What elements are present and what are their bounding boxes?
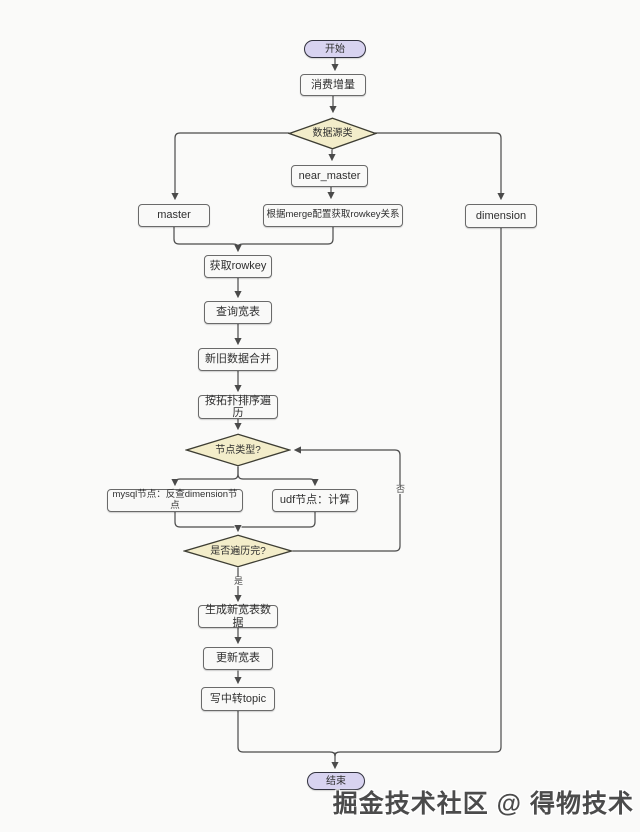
node-decision-traverse-done: 是否遍历完? (183, 534, 293, 568)
node-merge-config-rowkey-label: 根据merge配置获取rowkey关系 (266, 209, 400, 221)
node-decision-source-type-label: 数据源类 (312, 128, 353, 139)
node-dimension-label: dimension (475, 209, 527, 222)
node-consume-increment-label: 消费增量 (311, 78, 355, 91)
node-merge-old-new-data: 新旧数据合并 (198, 348, 278, 371)
node-end-label: 结束 (326, 775, 346, 787)
node-get-rowkey: 获取rowkey (204, 255, 272, 278)
node-generate-wide-table-data-label: 生成新宽表数据 (205, 604, 271, 629)
node-consume-increment: 消费增量 (300, 74, 366, 96)
node-topological-traverse: 按拓扑排序遍历 (198, 395, 278, 419)
edge-label-yes: 是 (233, 576, 245, 586)
node-write-transit-topic-label: 写中转topic (209, 692, 267, 705)
node-query-wide-table-label: 查询宽表 (216, 306, 260, 319)
node-end: 结束 (307, 772, 365, 790)
node-decision-source-type: 数据源类 (288, 117, 377, 150)
node-near-master: near_master (291, 165, 368, 187)
node-start: 开始 (304, 40, 366, 58)
node-mysql-dimension-lookup: mysql节点：反查dimension节点 (107, 489, 243, 512)
node-query-wide-table: 查询宽表 (204, 301, 272, 324)
node-decision-traverse-done-label: 是否遍历完? (210, 545, 266, 557)
node-decision-node-type: 节点类型? (185, 433, 291, 467)
diamond-shape (288, 117, 377, 150)
node-topological-traverse-label: 按拓扑排序遍历 (205, 394, 271, 419)
node-start-label: 开始 (325, 43, 345, 55)
diamond-shape (183, 534, 293, 568)
node-merge-old-new-data-label: 新旧数据合并 (205, 353, 271, 366)
edge-label-no: 否 (395, 484, 407, 494)
node-update-wide-table: 更新宽表 (203, 647, 273, 670)
watermark: 掘金技术社区 @ 得物技术 (332, 790, 634, 818)
node-udf-compute-label: udf节点：计算 (279, 494, 351, 507)
node-mysql-dimension-lookup-label: mysql节点：反查dimension节点 (112, 489, 238, 511)
node-write-transit-topic: 写中转topic (201, 687, 275, 711)
node-update-wide-table-label: 更新宽表 (216, 652, 260, 665)
node-decision-node-type-label: 节点类型? (215, 444, 261, 456)
node-master-label: master (157, 209, 191, 222)
diamond-shape (185, 433, 291, 467)
node-merge-config-rowkey: 根据merge配置获取rowkey关系 (263, 204, 403, 227)
node-get-rowkey-label: 获取rowkey (209, 260, 267, 273)
node-near-master-label: near_master (298, 169, 361, 182)
node-udf-compute: udf节点：计算 (272, 489, 358, 512)
node-master: master (138, 204, 210, 227)
node-dimension: dimension (465, 204, 537, 228)
node-generate-wide-table-data: 生成新宽表数据 (198, 604, 278, 629)
